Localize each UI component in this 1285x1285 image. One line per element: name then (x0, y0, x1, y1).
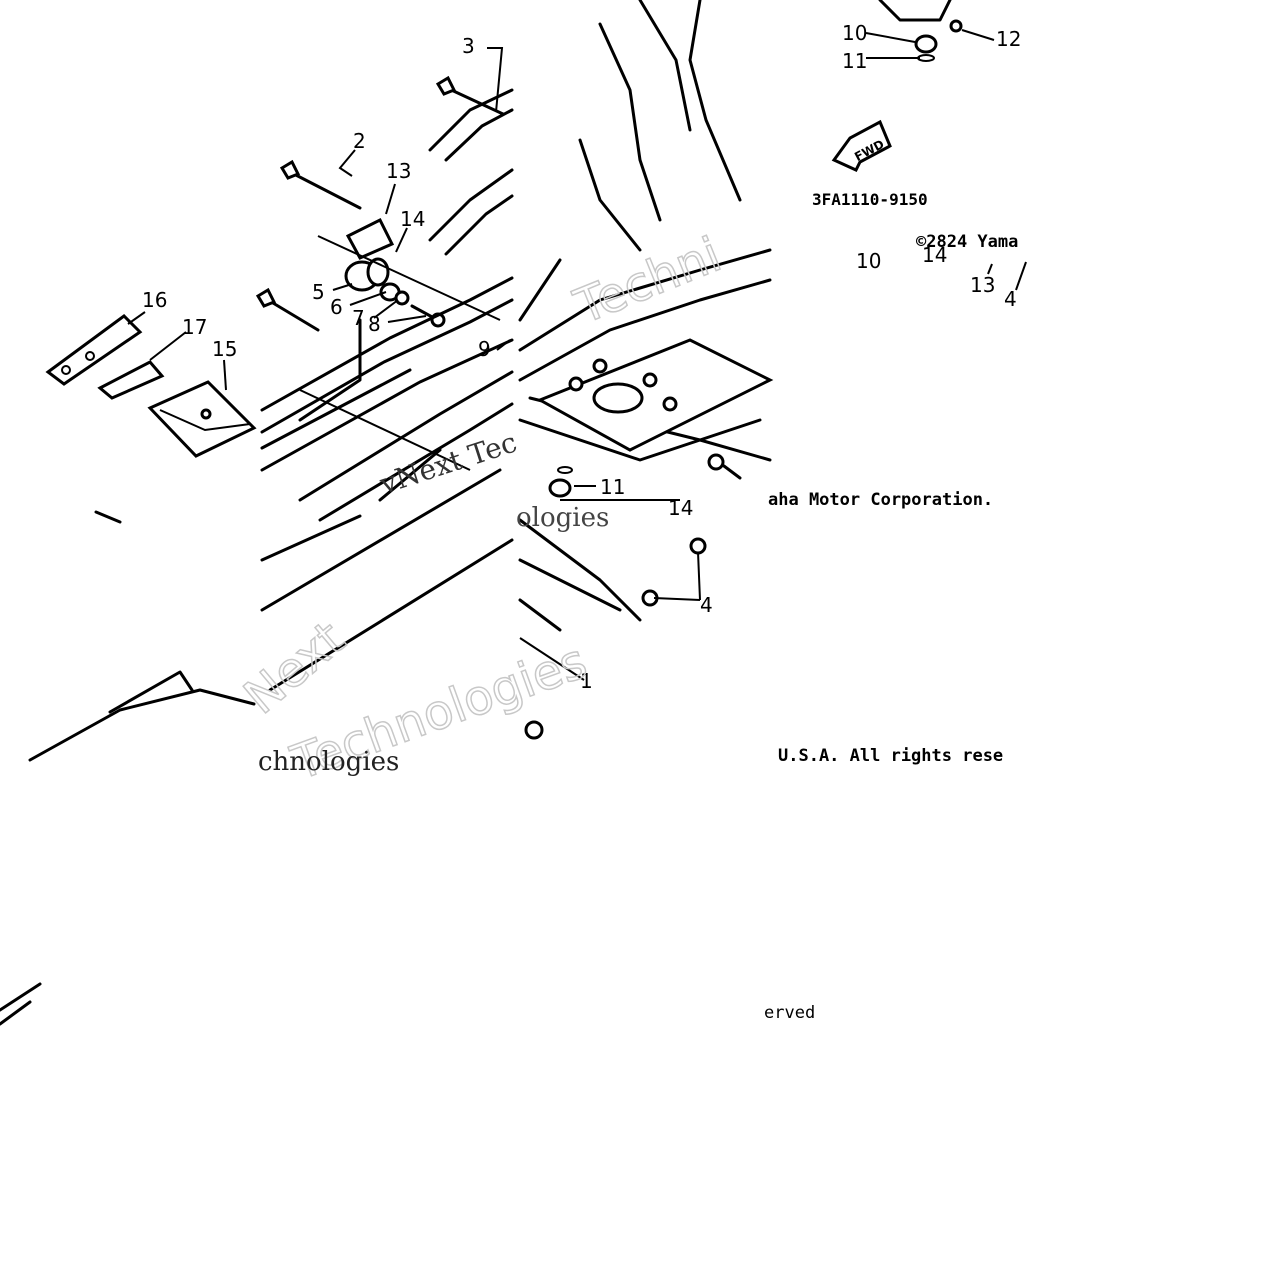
damper-10 (878, 0, 952, 62)
callout-4: 4 (1004, 287, 1017, 311)
frame-rails-right (518, 0, 772, 632)
clip-17 (97, 360, 165, 400)
callout-3: 3 (462, 34, 475, 58)
callout-13: 13 (970, 273, 995, 297)
bracket-13 (345, 217, 395, 260)
copyright-line: ©2824 Yama (916, 232, 1019, 252)
lower-left-frame (0, 510, 256, 1026)
watermark-vnext: vNext Tec (375, 426, 521, 501)
part-code: 3FA1110-9150 (812, 190, 928, 209)
callout-6: 6 (330, 295, 343, 319)
rights-text: U.S.A. All rights rese (778, 746, 1004, 766)
watermark-next: Next (234, 610, 356, 725)
corporation-text: aha Motor Corporation. (768, 490, 994, 510)
collar-6-7 (379, 282, 410, 306)
callout-14: 14 (922, 243, 947, 267)
bolt-long (255, 287, 320, 332)
callout-11: 11 (842, 49, 867, 73)
mount-plate-holes (536, 338, 774, 452)
bolt-12 (949, 19, 963, 33)
callout-16: 16 (142, 288, 167, 312)
grommet-11 (548, 466, 573, 498)
strap-16 (45, 314, 143, 386)
watermark-techni: Techni (567, 227, 729, 336)
tool-bag-15 (147, 380, 257, 458)
callout-12: 12 (996, 27, 1021, 51)
bolt-2 (279, 159, 362, 210)
spacer-5 (344, 257, 390, 292)
callout-9: 9 (478, 337, 491, 361)
callout-8: 8 (368, 312, 381, 336)
callout-10: 10 (856, 249, 881, 273)
callout-4: 4 (700, 593, 713, 617)
callout-2: 2 (353, 129, 366, 153)
callout-10: 10 (842, 21, 867, 45)
callout-14: 14 (400, 207, 425, 231)
callout-5: 5 (312, 280, 325, 304)
watermark-ologies: ologies (516, 503, 609, 533)
callout-17: 17 (182, 315, 207, 339)
callout-15: 15 (212, 337, 237, 361)
callout-numbers: 3 2 13 14 5 6 7 8 9 16 17 15 11 14 4 1 1… (142, 21, 1021, 693)
watermark-chnologies: chnologies (258, 747, 399, 777)
callout-7: 7 (352, 306, 365, 330)
callout-1: 1 (580, 669, 593, 693)
reserved-text: erved (764, 1003, 816, 1023)
callout-13: 13 (386, 159, 411, 183)
fwd-arrow-icon: FWD (831, 119, 892, 172)
bolt-14 (707, 453, 742, 480)
bolt-3 (435, 75, 505, 116)
leader-lines (127, 29, 1027, 681)
nuts-4 (524, 537, 707, 740)
callout-14: 14 (668, 496, 693, 520)
callout-11: 11 (600, 475, 625, 499)
